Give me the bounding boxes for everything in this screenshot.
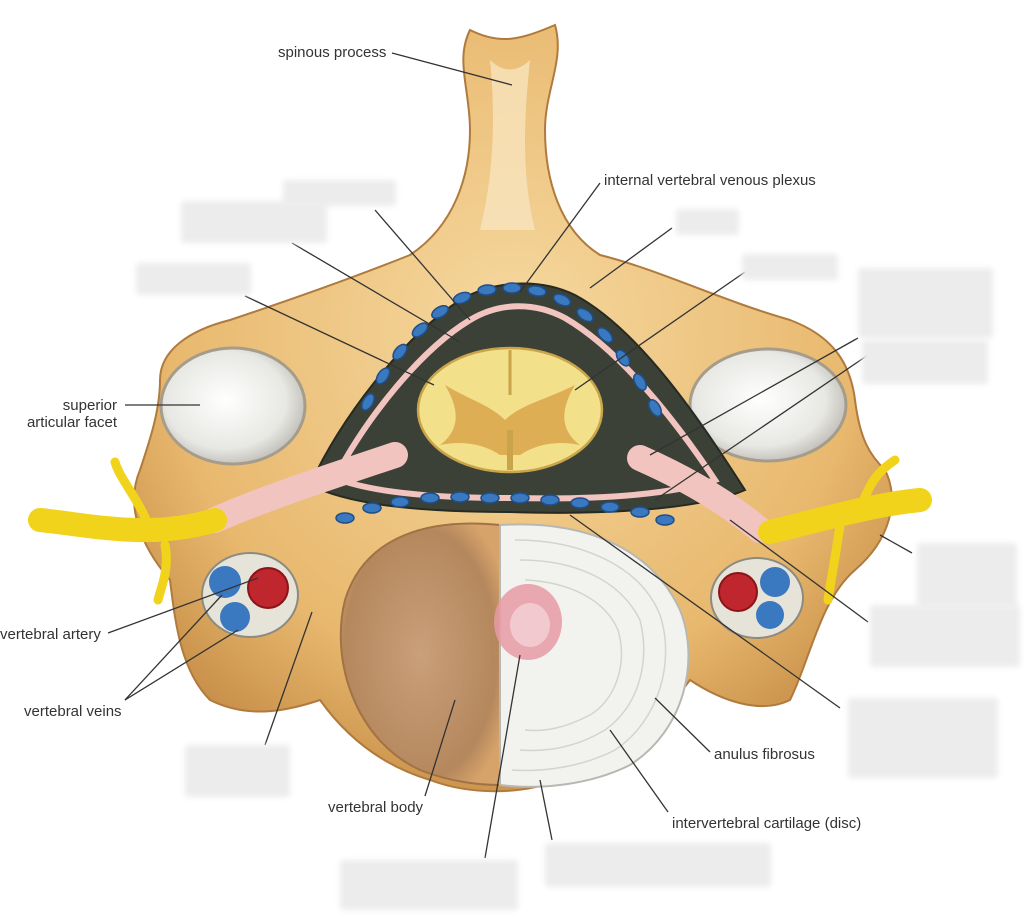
blank-label-12 xyxy=(545,843,771,887)
blank-label-10 xyxy=(848,698,998,778)
blank-label-7 xyxy=(862,340,988,384)
left-spinal-nerve xyxy=(28,508,227,543)
left-nerve-branch xyxy=(110,457,171,605)
blank-label-3 xyxy=(136,263,251,295)
blank-label-2 xyxy=(181,201,327,243)
right-vertebral-vein-2 xyxy=(756,601,784,629)
grey-matter xyxy=(440,385,580,455)
blank-label-13 xyxy=(340,860,518,910)
blank-label-5 xyxy=(742,254,838,280)
anulus-rings xyxy=(511,539,667,772)
left-vertebral-vein-2 xyxy=(220,602,250,632)
right-vertebral-vein-1 xyxy=(760,567,790,597)
label-spinous-process: spinous process xyxy=(278,44,387,61)
right-vertebral-artery xyxy=(718,572,758,612)
venous-plexus-dorsal xyxy=(361,282,662,417)
right-nerve-branch xyxy=(823,455,900,605)
left-articular-facet xyxy=(159,346,307,466)
left-vertebral-artery xyxy=(247,567,289,609)
left-nerve-root-sleeve xyxy=(202,442,408,533)
label-superior-articular-facet-2: articular facet xyxy=(26,414,117,431)
right-foramen-vessels xyxy=(710,557,804,639)
label-intervertebral-disc: intervertebral cartilage (disc) xyxy=(672,815,862,832)
venous-plexus-ventral xyxy=(335,491,675,526)
spinous-process-shape xyxy=(480,60,535,230)
vertebral-body-left-half xyxy=(339,522,501,787)
leader-lines xyxy=(107,52,913,859)
blank-label-4 xyxy=(676,209,739,235)
blank-label-6 xyxy=(858,268,993,338)
right-articular-facet xyxy=(688,347,848,463)
right-nerve-root-sleeve xyxy=(627,445,773,543)
label-internal-vertebral-venous-plexus: internal vertebral venous plexus xyxy=(604,172,816,189)
left-vertebral-vein-1 xyxy=(209,566,241,598)
blank-label-8 xyxy=(917,543,1017,607)
right-spinal-nerve xyxy=(758,488,932,544)
intervertebral-disc-right-half xyxy=(499,523,690,788)
label-anulus-fibrosus: anulus fibrosus xyxy=(714,746,815,763)
label-vertebral-body: vertebral body xyxy=(328,799,424,816)
label-vertebral-veins: vertebral veins xyxy=(24,703,122,720)
nucleus-center xyxy=(510,603,550,647)
label-superior-articular-facet-1: superior xyxy=(62,397,117,414)
left-foramen-vessels xyxy=(201,552,299,638)
blank-label-11 xyxy=(185,745,290,797)
label-vertebral-artery: vertebral artery xyxy=(0,626,101,643)
blank-label-9 xyxy=(870,605,1020,667)
